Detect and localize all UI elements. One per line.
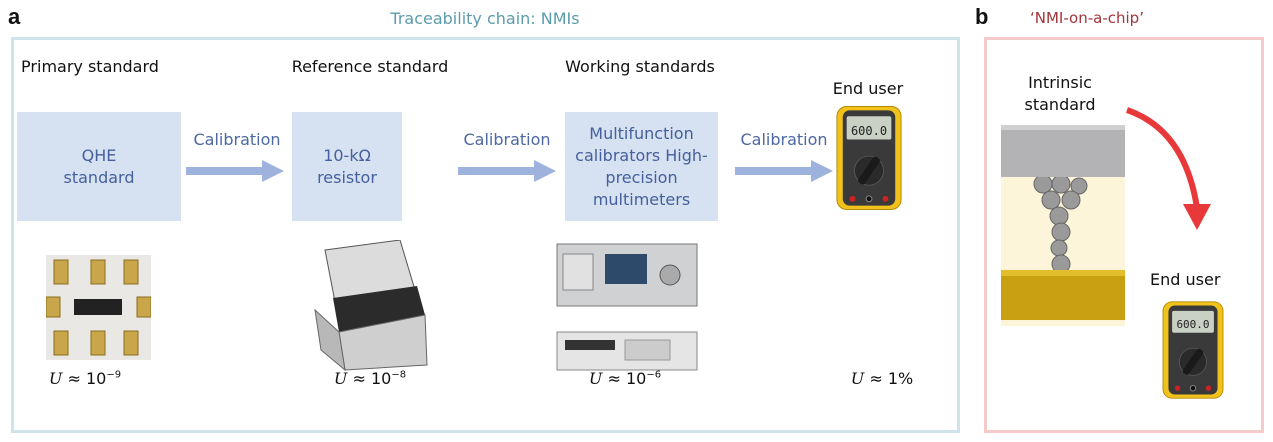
uncertainty-reference: U ≈ 10−8 [333,369,407,388]
header-working: Working standards [565,57,715,76]
nmi-on-chip-illustration [1001,107,1211,326]
panel-a-title: Traceability chain: NMIs [390,9,580,28]
multimeter-image-b: 600.0 [1162,301,1224,399]
calibration-arrow-2 [458,160,556,182]
header-reference: Reference standard [291,57,449,76]
calibration-arrow-1 [186,160,284,182]
multimeter-image: 600.0 [836,105,902,211]
multimeter-display: 600.0 [851,124,887,138]
intrinsic-standard-label: Intrinsic standard [1024,73,1096,114]
end-user-label: End user [1150,270,1221,289]
box-qhe-standard: QHE standard [17,112,181,221]
box-working-standards: Multifunction calibrators High-precision… [565,112,718,221]
uncertainty-primary: U ≈ 10−9 [48,369,122,388]
uncertainty-end-user: U ≈ 1% [850,369,914,388]
resistor-case-image [314,240,428,372]
panel-a-frame [11,37,960,433]
calibration-label-1: Calibration [193,130,281,149]
panel-b-letter: b [975,4,989,29]
panel-a-letter: a [8,4,21,29]
header-end-user: End user [832,79,904,98]
calibrators-image [556,243,698,371]
uncertainty-working: U ≈ 10−6 [588,369,662,388]
calibration-label-3: Calibration [740,130,828,149]
qhe-chip-image [46,255,151,360]
gold-electrode [1001,270,1125,320]
box-resistor: 10-kΩ resistor [292,112,402,221]
panel-b-frame [984,37,1264,433]
red-curved-arrow [1126,107,1200,209]
calibration-label-2: Calibration [463,130,551,149]
top-electrode [1001,125,1125,177]
header-primary: Primary standard [21,57,159,76]
box-qhe-label: QHE standard [63,145,135,187]
panel-b-title: ‘NMI-on-a-chip’ [1030,9,1144,27]
box-resistor-label: 10-kΩ resistor [317,145,377,187]
calibration-arrow-3 [735,160,833,182]
box-working-label: Multifunction calibrators High-precision… [575,123,708,209]
multimeter-display-b: 600.0 [1176,318,1209,331]
